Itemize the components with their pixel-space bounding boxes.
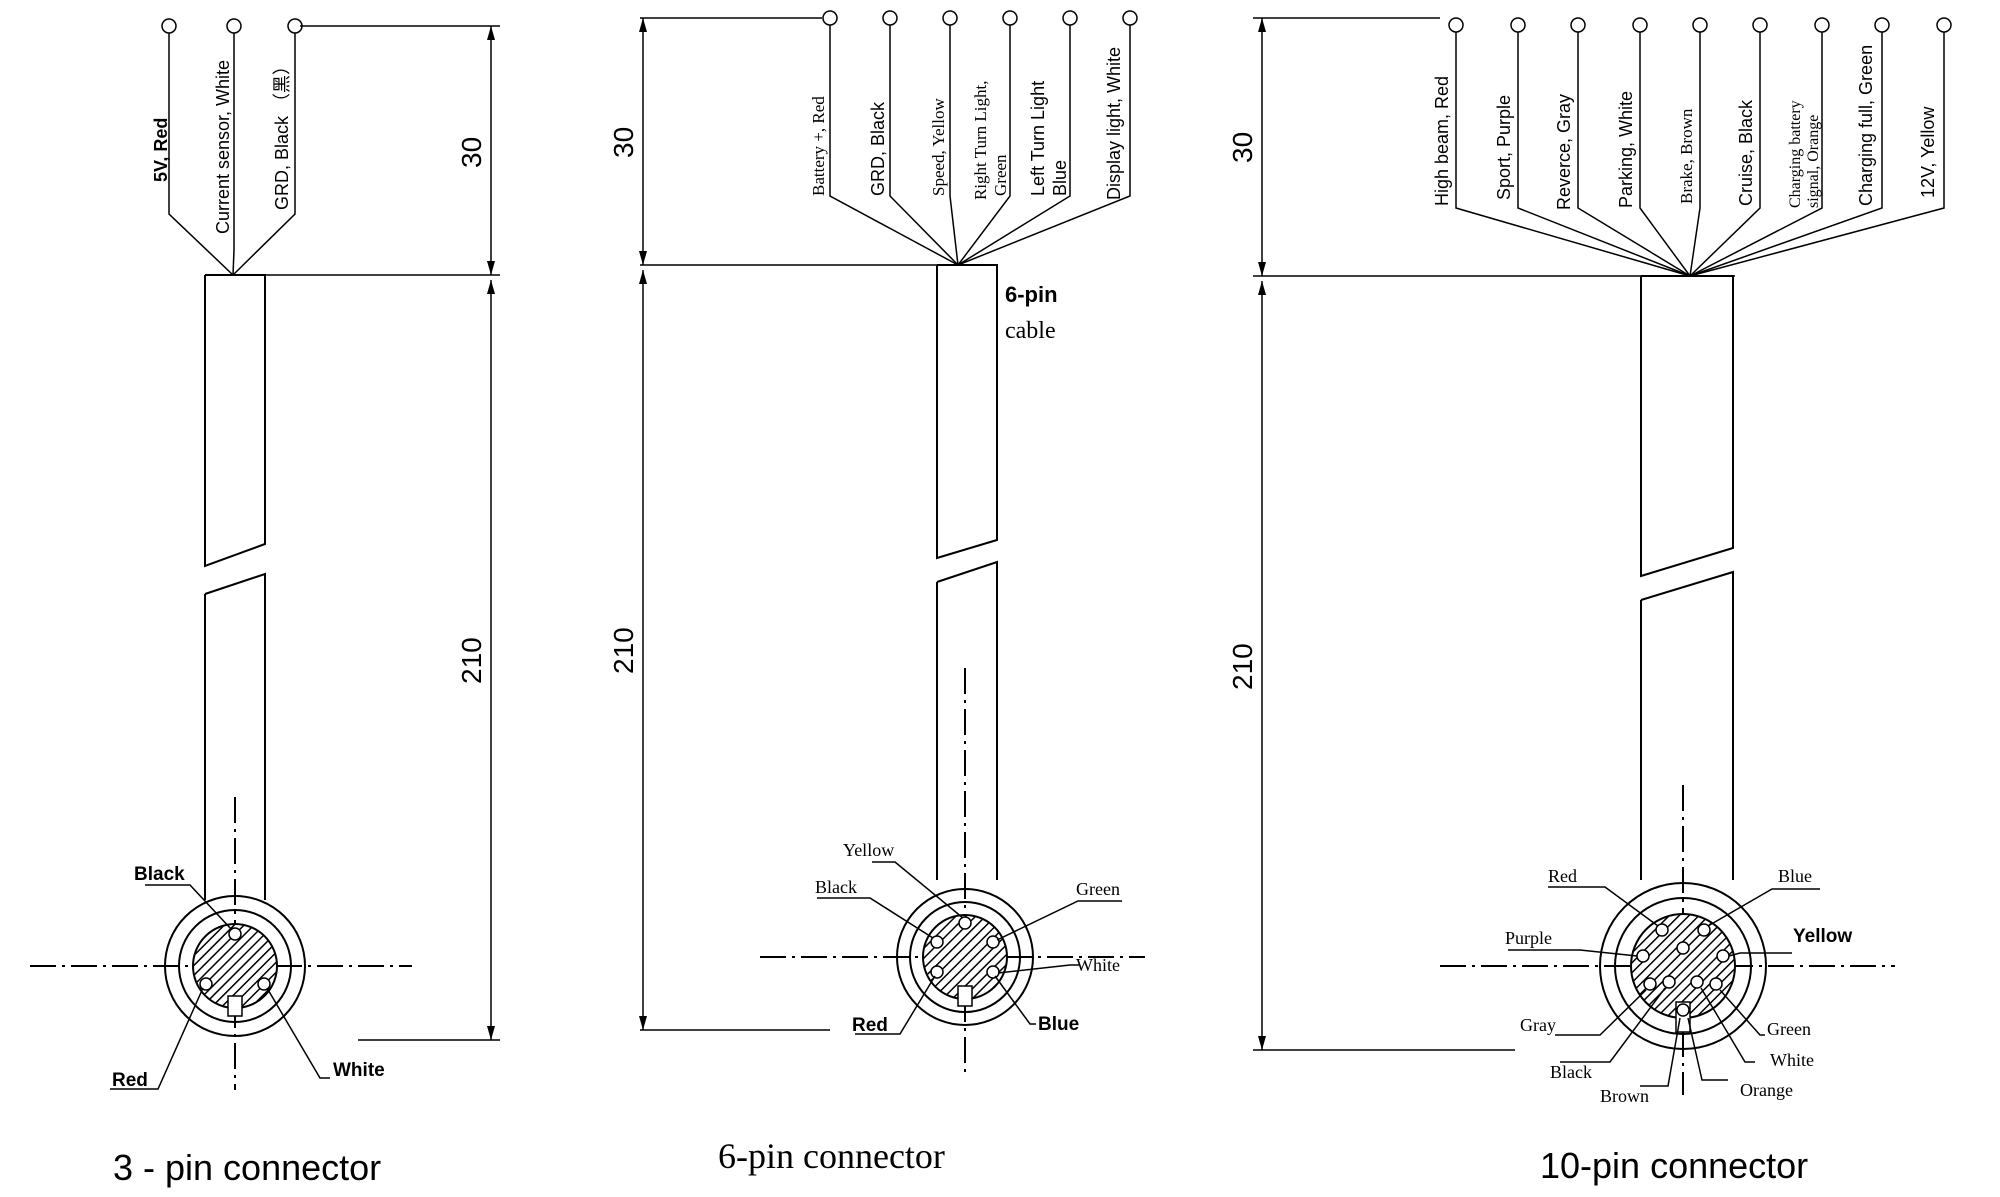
cable-body-6pin: 6-pin cable <box>936 264 1058 880</box>
pin-label-white: White <box>1770 1050 1814 1070</box>
wire-label: Current sensor, White <box>213 60 233 234</box>
cable-body-10pin <box>1640 275 1734 880</box>
dimension-label-30: 30 <box>608 127 639 158</box>
pin-label-yellow: Yellow <box>1793 926 1852 947</box>
dimension-10pin: 30 210 <box>1227 17 1735 1051</box>
wire-label: 12V, Yellow <box>1918 106 1938 198</box>
cable-label: 6-pin <box>1005 282 1058 307</box>
pin-label-blue: Blue <box>1778 866 1812 886</box>
pin-label-white: White <box>1076 955 1120 975</box>
wire-label: High beam, Red <box>1432 76 1452 206</box>
wire-labels-3pin: 5V, Red Current sensor, White GRD, Black… <box>151 57 292 234</box>
pin-label-orange: Orange <box>1740 1080 1793 1100</box>
connector-title-10pin: 10-pin connector <box>1540 1145 1808 1186</box>
connector-3pin: 5V, Red Current sensor, White GRD, Black… <box>30 18 500 1188</box>
wire-label: Blue <box>1050 160 1070 196</box>
cable-label: cable <box>1005 318 1056 344</box>
wire-fan-3pin <box>161 18 303 276</box>
connector-face-6pin: Yellow Black Green White Red Blue <box>760 668 1145 1078</box>
wire-label: Battery +, Red <box>809 96 828 196</box>
connector-title-3pin: 3 - pin connector <box>113 1147 381 1188</box>
wire-fan-10pin <box>1448 17 1952 277</box>
cable-body-3pin <box>204 274 266 900</box>
wire-label: Reverce, Gray <box>1554 94 1574 210</box>
pin-label-green: Green <box>1767 1019 1811 1039</box>
wire-label: Display light, White <box>1104 47 1124 200</box>
dimension-label-210: 210 <box>456 637 487 684</box>
connector-face-10pin: Red Blue Purple Yellow Gray Green Black … <box>1440 785 1895 1106</box>
wire-label: 5V, Red <box>151 118 171 182</box>
dimension-3pin: 30 210 <box>265 25 500 1041</box>
dimension-label-210: 210 <box>608 627 639 674</box>
wire-label: Cruise, Black <box>1736 99 1756 206</box>
pin-label-white: White <box>333 1060 385 1081</box>
dimension-label-30: 30 <box>456 137 487 168</box>
connector-title-6pin: 6-pin connector <box>718 1136 945 1176</box>
pin-label-black: Black <box>1550 1062 1592 1082</box>
pin-label-red: Red <box>112 1070 148 1091</box>
dimension-label-30: 30 <box>1227 132 1258 163</box>
wire-label: GRD, Black <box>868 101 888 196</box>
pin-label-black: Black <box>134 864 185 885</box>
pin-label-black: Black <box>815 877 857 897</box>
wire-labels-10pin: High beam, Red Sport, Purple Reverce, Gr… <box>1432 45 1938 210</box>
wire-fan-6pin <box>822 10 1138 266</box>
pin-label-blue: Blue <box>1038 1014 1079 1035</box>
wire-label: signal, Orange <box>1805 115 1822 208</box>
pin-label-purple: Purple <box>1505 928 1552 948</box>
pin-label-red: Red <box>1548 866 1577 886</box>
wire-labels-6pin: Battery +, Red GRD, Black Speed, Yellow … <box>809 47 1124 200</box>
wire-label: Speed, Yellow <box>929 98 948 196</box>
wire-label: Parking, White <box>1616 91 1636 208</box>
wire-terminal <box>226 18 242 34</box>
dimension-6pin: 30 210 <box>608 17 995 1031</box>
connector-face-3pin: Black Red White <box>30 797 412 1091</box>
pin-label-gray: Gray <box>1520 1015 1556 1035</box>
connector-6pin: Battery +, Red GRD, Black Speed, Yellow … <box>608 10 1145 1176</box>
wire-label: Green <box>991 154 1010 196</box>
wire-terminal <box>161 18 177 34</box>
wire-label: Right Turn Light, <box>971 80 990 200</box>
wire-label: Charging battery <box>1787 100 1804 208</box>
wire-label: Brake, Brown <box>1677 108 1696 204</box>
wire-terminal <box>287 18 303 34</box>
pin-label-yellow: Yellow <box>843 840 894 860</box>
connector-10pin: High beam, Red Sport, Purple Reverce, Gr… <box>1227 17 1952 1186</box>
wire-label: Left Turn Light <box>1028 81 1048 196</box>
pin-label-red: Red <box>852 1015 888 1036</box>
pin-label-green: Green <box>1076 879 1120 899</box>
dimension-label-210: 210 <box>1227 643 1258 690</box>
wire-label: GRD, Black （黑） <box>272 57 292 210</box>
pin-label-brown: Brown <box>1600 1086 1649 1106</box>
wire-label: Charging full, Green <box>1856 45 1876 206</box>
wire-label: Sport, Purple <box>1494 95 1514 200</box>
